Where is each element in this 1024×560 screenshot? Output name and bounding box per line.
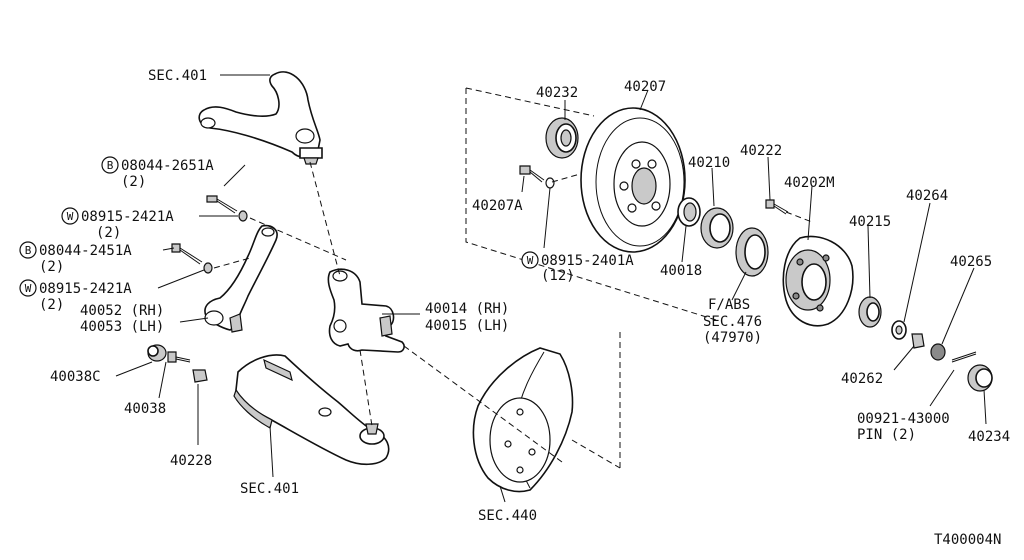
diagram-id: T400004N — [934, 532, 1001, 548]
washer-symbol-3: W — [521, 251, 539, 269]
abs-sensor-ring-shape — [735, 227, 769, 277]
label-part-40262: 40262 — [841, 371, 883, 387]
lower-control-arm — [233, 354, 390, 466]
label-qty-12: (12) — [541, 268, 575, 284]
label-part-40265: 40265 — [950, 254, 992, 270]
label-part-40018: 40018 — [660, 263, 702, 279]
washer-08915-2421a-shape-1 — [238, 210, 248, 222]
knuckle-arm — [204, 224, 278, 333]
label-part-40264: 40264 — [906, 188, 948, 204]
label-sec-440: SEC.440 — [478, 508, 537, 524]
label-qty-2b: (2) — [96, 225, 121, 241]
upper-control-arm — [198, 71, 323, 165]
outer-bearing-40215-shape — [858, 296, 882, 328]
leader-lines — [115, 74, 987, 503]
label-part-40202m: 40202M — [784, 175, 835, 191]
label-sec-401-bottom: SEC.401 — [240, 481, 299, 497]
bolt-symbol-2: B — [19, 241, 37, 259]
bolt-08044-2651a-shape — [206, 195, 238, 214]
label-part-40215: 40215 — [849, 214, 891, 230]
assembly-guide-lines — [213, 87, 813, 469]
label-part-40207: 40207 — [624, 79, 666, 95]
label-pin-00921: 00921-43000 — [857, 411, 950, 427]
bolt-symbol-text: B — [107, 159, 114, 172]
bolt-08044-2451a-shape — [171, 243, 203, 265]
label-part-40014: 40014 (RH) — [425, 301, 509, 317]
label-washer-08915-2421a-2: 08915-2421A — [39, 281, 132, 297]
hub-cap-40234-shape — [967, 364, 993, 392]
label-part-40053: 40053 (LH) — [80, 319, 164, 335]
label-qty-2a: (2) — [121, 174, 146, 190]
label-sec-401-top: SEC.401 — [148, 68, 207, 84]
washer-08915-2421a-shape-2 — [203, 262, 213, 274]
bushing-40038c-shape — [147, 344, 167, 362]
label-qty-2d: (2) — [39, 297, 64, 313]
washer-symbol-1: W — [61, 207, 79, 225]
label-pin-qty: PIN (2) — [857, 427, 916, 443]
washer-symbol-2: W — [19, 279, 37, 297]
washer-symbol-text: W — [67, 210, 74, 223]
label-part-40038: 40038 — [124, 401, 166, 417]
label-washer-08915-2421a-1: 08915-2421A — [81, 209, 174, 225]
nut-40262-shape — [911, 333, 925, 349]
label-washer-08915-2401a: 08915-2401A — [541, 253, 634, 269]
label-part-40222: 40222 — [740, 143, 782, 159]
label-part-40207a: 40207A — [472, 198, 523, 214]
oil-seal-40232-shape — [545, 117, 579, 159]
dust-shield — [472, 347, 574, 493]
nut-40228-shape — [192, 369, 208, 383]
locknut-40265-shape — [930, 343, 946, 361]
label-bolt-08044-2451a: 08044-2451A — [39, 243, 132, 259]
bolt-symbol-text: B — [25, 244, 32, 257]
disc-rotor-40207-shape — [580, 107, 686, 253]
label-qty-2c: (2) — [39, 259, 64, 275]
label-part-40210: 40210 — [688, 155, 730, 171]
washer-symbol-text: W — [25, 282, 32, 295]
label-part-40015: 40015 (LH) — [425, 318, 509, 334]
cotter-pin-shape — [951, 351, 977, 363]
label-part-40052: 40052 (RH) — [80, 303, 164, 319]
label-fabs: F/ABS — [708, 297, 750, 313]
inner-bearing-40210-shape — [700, 207, 734, 249]
bolt-symbol-1: B — [101, 156, 119, 174]
washer-symbol-text: W — [527, 254, 534, 267]
steering-knuckle — [327, 268, 405, 353]
bolt-40207a-shape — [519, 165, 545, 183]
washer-08915-2401a-shape — [545, 177, 555, 189]
bearing-cup-40018-shape — [677, 197, 701, 227]
washer-40264-shape — [891, 320, 907, 340]
hub-bolt-40222-shape — [765, 199, 789, 215]
label-part-40228: 40228 — [170, 453, 212, 469]
wheel-hub-40202m-shape — [782, 235, 854, 327]
label-part-40232: 40232 — [536, 85, 578, 101]
label-bolt-08044-2651a: 08044-2651A — [121, 158, 214, 174]
label-part-40038c: 40038C — [50, 369, 101, 385]
label-sec-476: SEC.476 — [703, 314, 762, 330]
bolt-40038-shape — [167, 351, 191, 363]
label-part-40234: 40234 — [968, 429, 1010, 445]
label-code-47970: (47970) — [703, 330, 762, 346]
